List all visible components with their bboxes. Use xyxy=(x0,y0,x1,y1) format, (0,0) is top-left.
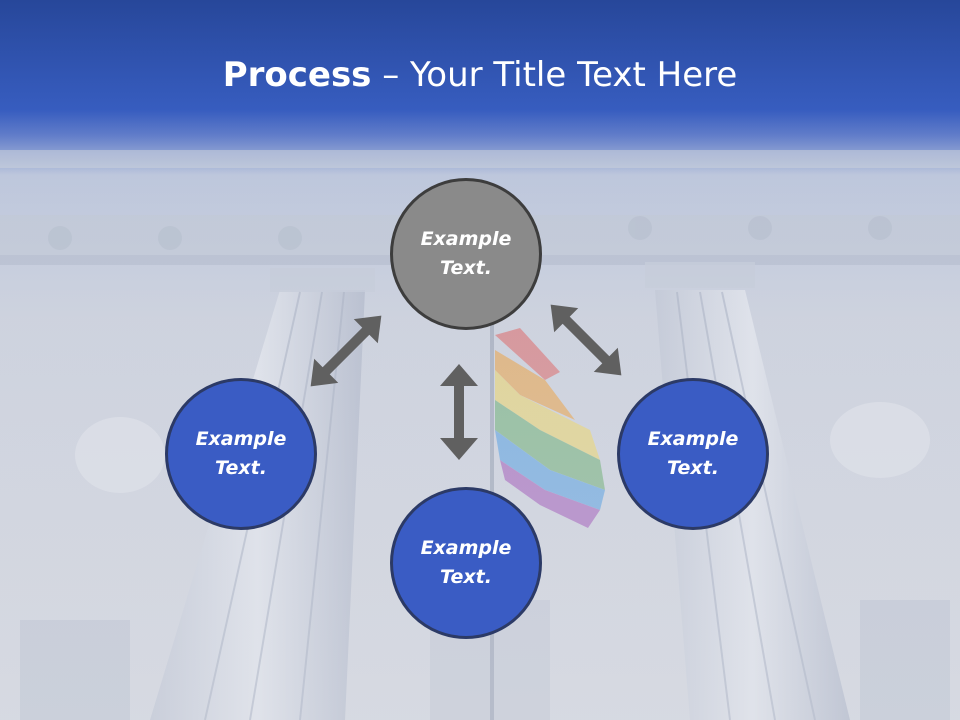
node-text-line2: Text. xyxy=(667,457,719,479)
node-text-line1: Example xyxy=(420,228,512,250)
node-text-line2: Text. xyxy=(440,257,492,279)
node-text-line1: Example xyxy=(647,428,739,450)
node-text-line1: Example xyxy=(420,537,512,559)
diagram-node-top: Example Text. xyxy=(390,178,542,330)
slide-title-bold: Process xyxy=(222,55,372,95)
arrow-top-left xyxy=(310,315,382,387)
slide-title-rest: – Your Title Text Here xyxy=(371,55,738,95)
diagram-node-left: Example Text. xyxy=(165,378,317,530)
arrow-top-right xyxy=(550,304,622,376)
diagram-node-right: Example Text. xyxy=(617,378,769,530)
node-text-line2: Text. xyxy=(215,457,267,479)
arrow-vertical xyxy=(440,364,478,460)
node-text-line1: Example xyxy=(195,428,287,450)
slide-title: Process – Your Title Text Here xyxy=(0,52,960,98)
node-text-line2: Text. xyxy=(440,566,492,588)
diagram-node-bottom: Example Text. xyxy=(390,487,542,639)
